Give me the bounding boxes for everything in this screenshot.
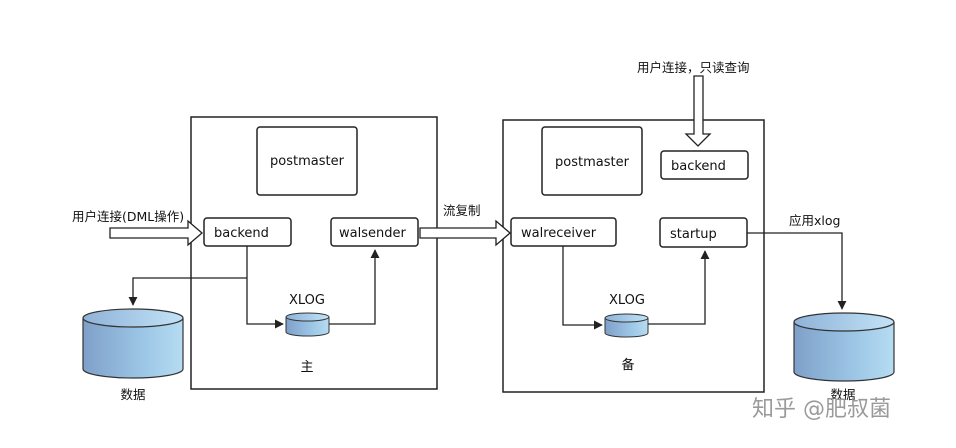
primary-caption: 主: [300, 360, 313, 375]
standby-startup-box: startup: [659, 217, 748, 248]
standby-backend-label: backend: [671, 159, 726, 174]
standby-postmaster-label: postmaster: [555, 155, 630, 170]
primary-xlog-label: XLOG: [289, 293, 325, 308]
user-readonly-arrow: [684, 75, 712, 147]
data-cylinder-left: [82, 308, 184, 379]
standby-walreceiver-label: walreceiver: [521, 226, 597, 241]
user-dml-arrow: [109, 219, 203, 247]
standby-xlog-label: XLOG: [609, 293, 645, 308]
primary-xlog-cylinder: [285, 312, 330, 337]
apply-xlog-label: 应用xlog: [789, 213, 840, 228]
standby-walreceiver-box: walreceiver: [510, 217, 617, 247]
primary-server-frame: [190, 116, 438, 390]
stream-replication-label: 流复制: [443, 203, 481, 218]
standby-xlog-cylinder: [604, 313, 649, 338]
primary-postmaster-label: postmaster: [270, 154, 345, 169]
stream-replication-arrow: [419, 219, 511, 247]
data-cylinder-right: [793, 312, 895, 382]
primary-postmaster-box: postmaster: [256, 126, 358, 196]
standby-postmaster-box: postmaster: [541, 126, 643, 196]
xlog-to-walsender-arrow: [329, 249, 380, 325]
primary-walsender-box: walsender: [330, 217, 419, 247]
watermark: 知乎 @肥叔菌: [752, 397, 891, 422]
standby-server-frame: [502, 119, 765, 393]
standby-caption: 备: [621, 357, 634, 373]
primary-walsender-label: walsender: [339, 226, 406, 241]
backend-to-xlog-arrow: [246, 246, 284, 329]
walreceiver-to-xlog-arrow: [562, 246, 603, 330]
xlog-to-startup-arrow: [648, 250, 710, 325]
backend-to-data-arrow: [128, 277, 247, 306]
standby-startup-label: startup: [670, 227, 717, 242]
primary-backend-label: backend: [214, 226, 269, 241]
user-dml-label: 用户连接(DML操作): [72, 209, 184, 224]
startup-to-data-arrow: [747, 232, 847, 310]
primary-backend-box: backend: [203, 217, 292, 247]
data-left-label: 数据: [120, 387, 145, 402]
user-readonly-label: 用户连接，只读查询: [637, 60, 750, 75]
standby-backend-box: backend: [660, 150, 749, 180]
data-right-label: 数据: [830, 387, 855, 402]
